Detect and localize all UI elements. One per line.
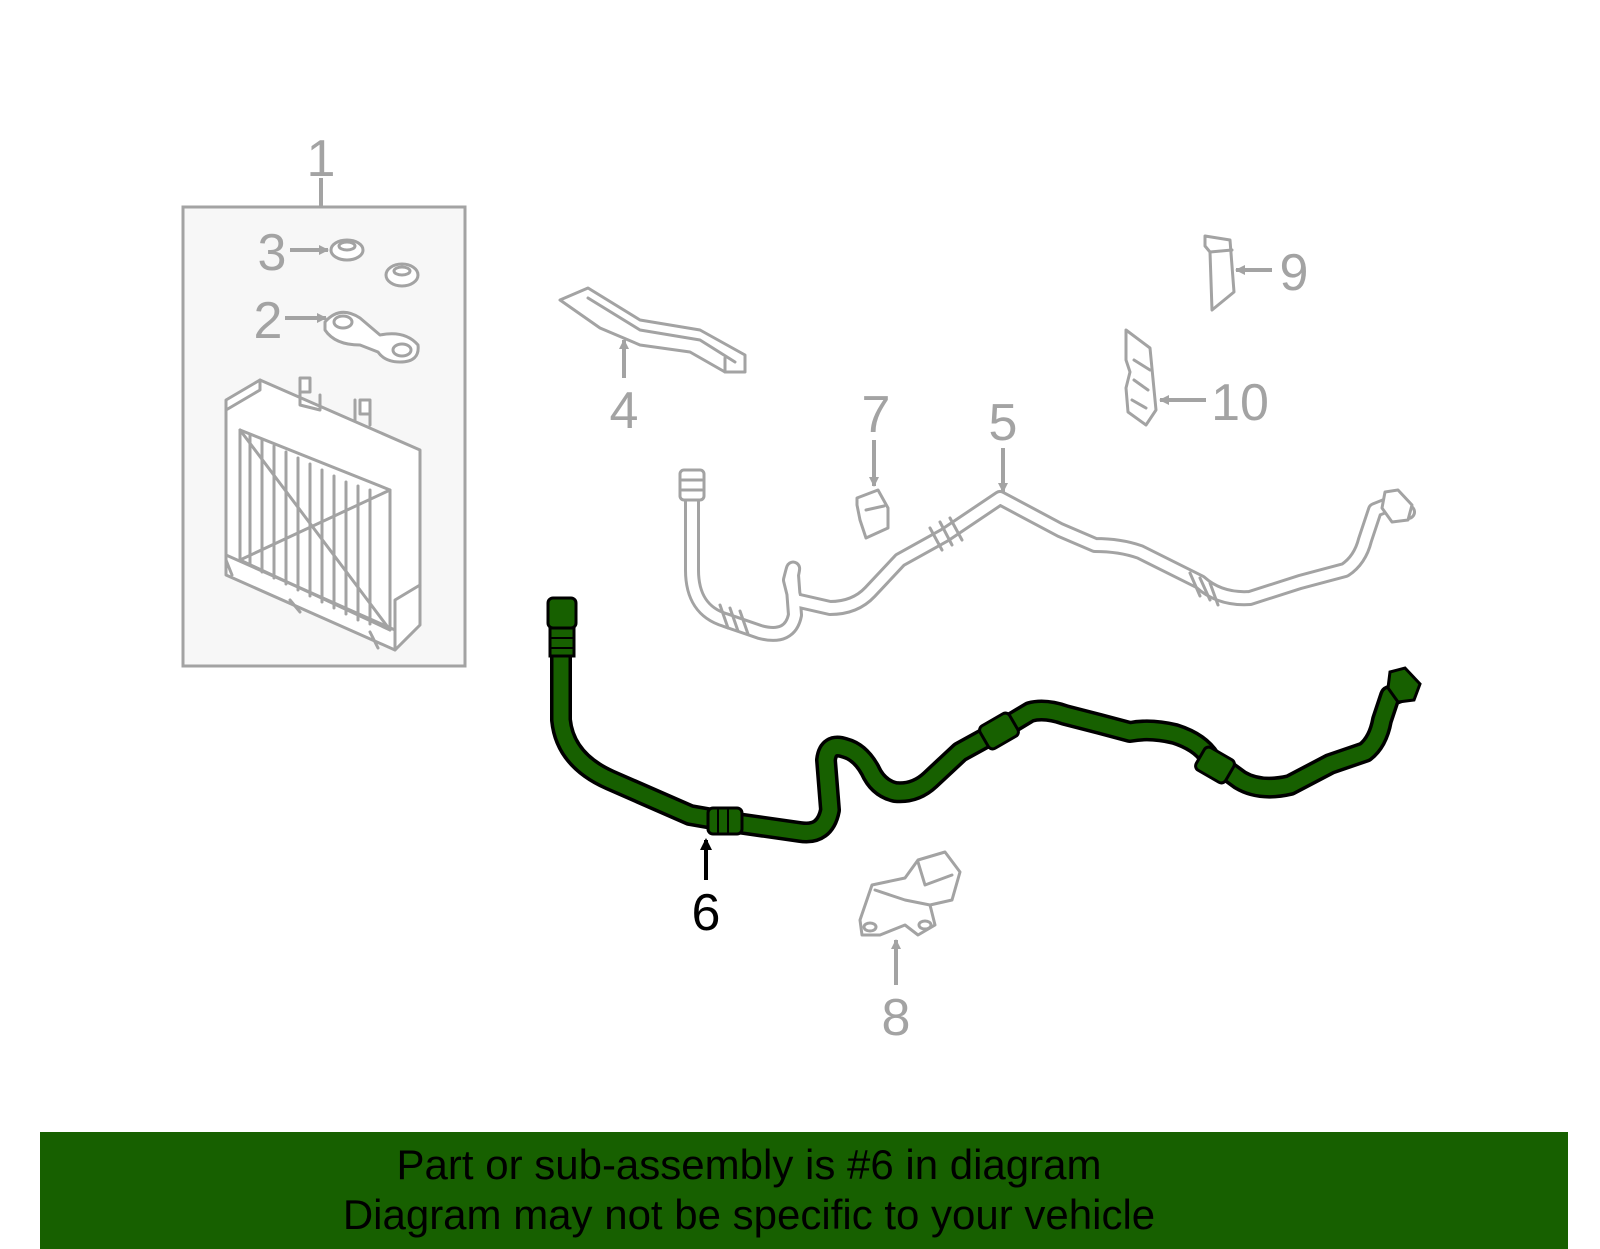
part-7-clip [855, 440, 890, 540]
banner-line-1: Part or sub-assembly is #6 in diagram [396, 1141, 1102, 1188]
callout-10: 10 [1211, 374, 1269, 432]
part-4-duct [558, 286, 747, 378]
callout-9: 9 [1280, 244, 1309, 302]
part-5-oil-cooler-line [678, 448, 1416, 642]
callout-3: 3 [258, 224, 287, 282]
info-banner: Part or sub-assembly is #6 in diagram Di… [40, 1132, 1568, 1249]
banner-line-2: Diagram may not be specific to your vehi… [342, 1191, 1156, 1238]
part-8-bracket [858, 850, 962, 985]
part-10-bracket [1124, 328, 1206, 427]
parts-diagram: 1 3 2 4 [181, 130, 1422, 1047]
callout-5: 5 [989, 394, 1018, 452]
part-1-radiator-assembly [181, 178, 467, 668]
part-3-grommet [290, 238, 420, 288]
part-6-oil-cooler-line-highlighted [546, 596, 1422, 880]
part-2-bracket [285, 310, 420, 364]
callout-1: 1 [307, 130, 336, 188]
callout-4: 4 [610, 382, 639, 440]
callout-6: 6 [692, 884, 721, 942]
part-9-bracket [1203, 234, 1272, 312]
radiator-icon [224, 376, 422, 652]
callout-8: 8 [882, 989, 911, 1047]
callout-7: 7 [862, 386, 891, 444]
callout-2: 2 [254, 292, 283, 350]
